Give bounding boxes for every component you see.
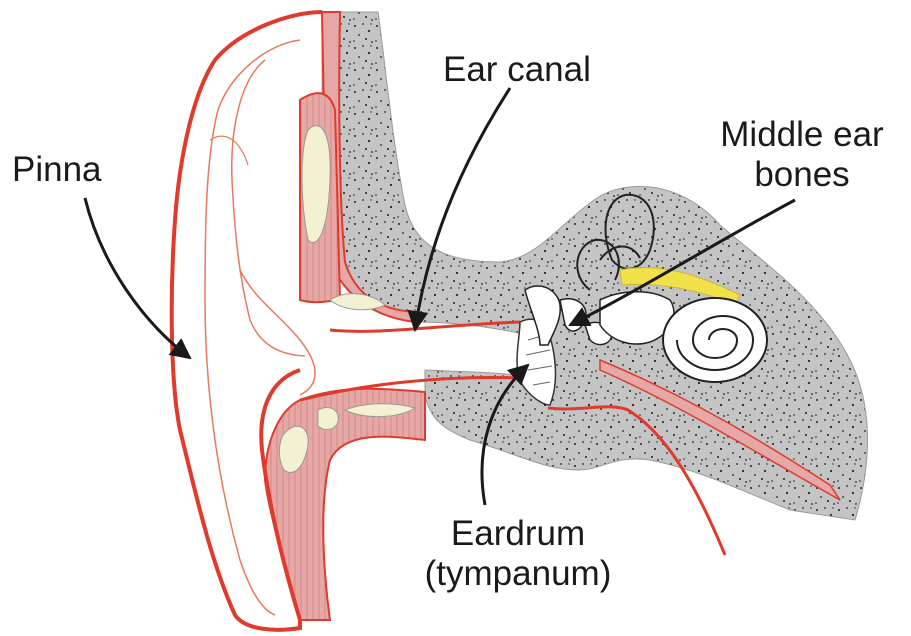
ear-canal-label-text: Ear canal xyxy=(443,50,591,90)
middle-ear-bones-line1: Middle ear xyxy=(707,115,897,155)
eardrum-line1: Eardrum xyxy=(413,514,623,554)
middle-ear-bones-line2: bones xyxy=(707,155,897,195)
pinna-label: Pinna xyxy=(12,150,102,190)
temporal-bone xyxy=(322,12,868,520)
eardrum-line2: (tympanum) xyxy=(413,554,623,594)
cochlea xyxy=(663,298,767,382)
lower-cartilage-lens-2 xyxy=(318,408,338,430)
pinna-antihelix xyxy=(232,60,305,356)
eardrum-label: Eardrum (tympanum) xyxy=(413,514,623,594)
middle-ear-bones-label: Middle ear bones xyxy=(707,115,897,195)
ear-canal-label: Ear canal xyxy=(443,50,591,90)
pinna-detail xyxy=(210,136,248,165)
pinna-label-text: Pinna xyxy=(12,150,102,190)
